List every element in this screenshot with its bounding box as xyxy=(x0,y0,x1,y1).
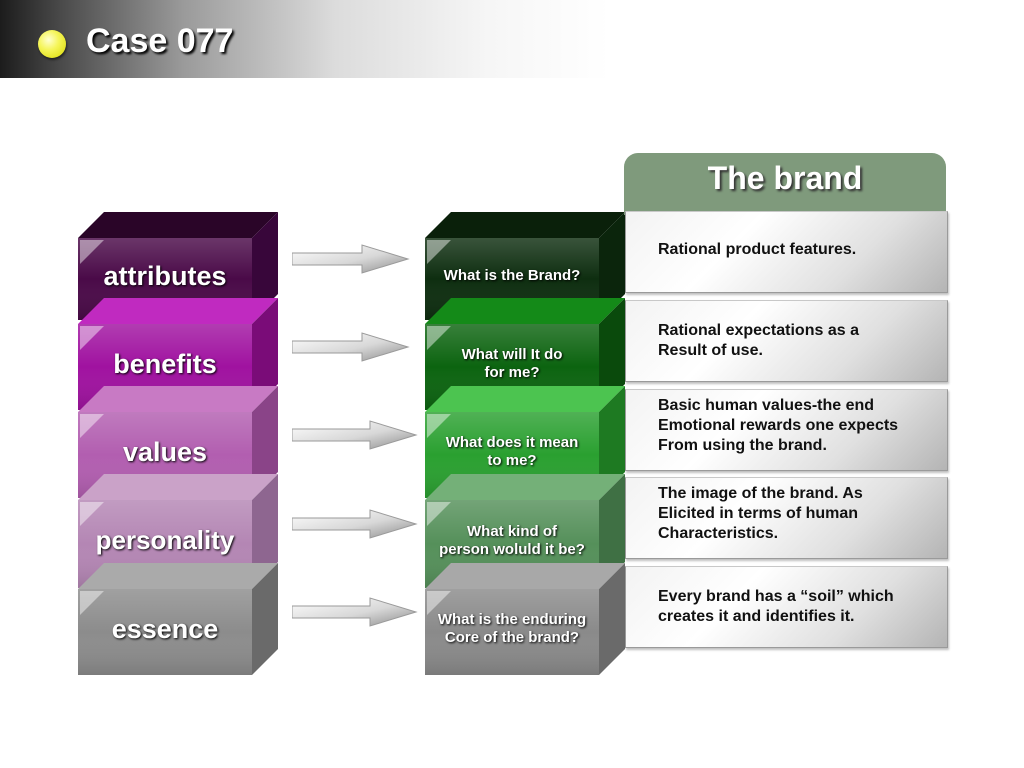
arrow-right-icon xyxy=(292,509,418,539)
left-block-values-label: values xyxy=(122,436,208,467)
question-block-1-side-face xyxy=(599,212,625,320)
left-block-essence-sheen xyxy=(78,589,252,675)
question-block-5-top-face xyxy=(425,563,625,589)
left-block-attributes-side-face xyxy=(252,212,278,320)
bullet-icon xyxy=(38,30,66,58)
question-block-5-shape xyxy=(425,563,625,675)
title-bar xyxy=(0,0,610,78)
arrow-right-icon xyxy=(292,420,418,450)
left-block-personality-label: personality xyxy=(95,525,235,556)
left-block-personality-gloss xyxy=(80,502,104,526)
left-block-benefits-top-face xyxy=(78,298,278,324)
left-block-attributes-label: attributes xyxy=(103,260,227,291)
question-block-1-label: What is the Brand? xyxy=(443,267,581,284)
left-block-values-side-face xyxy=(252,386,278,498)
question-block-2-gloss xyxy=(427,326,451,350)
left-block-values-top-face xyxy=(78,386,278,412)
brand-description-text: Basic human values-the end Emotional rew… xyxy=(658,397,899,454)
left-block-attributes-top-face xyxy=(78,212,278,238)
arrow-right-icon xyxy=(292,332,410,362)
question-block-2-label: What will It do for me? xyxy=(461,346,563,381)
question-block-5: What is the enduring Core of the brand? xyxy=(425,563,625,675)
brand-description-box: Basic human values-the end Emotional rew… xyxy=(625,389,948,471)
question-block-3-side-face xyxy=(599,386,625,498)
question-block-1-top-face xyxy=(425,212,625,238)
question-block-5-gloss xyxy=(427,591,451,615)
arrow-right-icon xyxy=(292,244,410,274)
question-block-4-label: What kind of person woluld it be? xyxy=(439,523,585,558)
left-block-essence-top-face xyxy=(78,563,278,589)
brand-description-text: Rational product features. xyxy=(658,241,857,258)
brand-description-box: Every brand has a “soil” which creates i… xyxy=(625,566,948,648)
left-block-attributes-gloss xyxy=(80,240,104,264)
question-block-2-side-face xyxy=(599,298,625,410)
question-block-5-side-face xyxy=(599,563,625,675)
page-title: Case 077 xyxy=(86,22,234,60)
brand-description-box: The image of the brand. As Elicited in t… xyxy=(625,477,948,559)
brand-description-text: Rational expectations as a Result of use… xyxy=(658,322,859,359)
brand-description-box: Rational expectations as a Result of use… xyxy=(625,300,948,382)
left-block-benefits-gloss xyxy=(80,326,104,350)
left-block-personality-top-face xyxy=(78,474,278,500)
left-block-essence: essence xyxy=(78,563,278,675)
left-block-essence-gloss xyxy=(80,591,104,615)
question-block-4-gloss xyxy=(427,502,451,526)
brand-description-box: Rational product features. xyxy=(625,211,948,293)
question-block-3-gloss xyxy=(427,414,451,438)
left-block-benefits-label: benefits xyxy=(113,348,217,379)
left-block-essence-side-face xyxy=(252,563,278,675)
left-block-essence-shape xyxy=(78,563,278,675)
left-block-personality-side-face xyxy=(252,474,278,588)
arrow-right-icon xyxy=(292,597,418,627)
left-block-essence-label: essence xyxy=(111,613,219,644)
brand-title: The brand xyxy=(707,160,863,196)
left-block-benefits-side-face xyxy=(252,298,278,410)
question-block-3-label: What does it mean to me? xyxy=(445,434,579,469)
question-block-1-gloss xyxy=(427,240,451,264)
brand-header-tab xyxy=(624,153,946,215)
question-block-4-top-face xyxy=(425,474,625,500)
brand-description-text: The image of the brand. As Elicited in t… xyxy=(658,485,863,542)
question-block-2-top-face xyxy=(425,298,625,324)
question-block-3-top-face xyxy=(425,386,625,412)
left-block-values-gloss xyxy=(80,414,104,438)
question-block-5-label: What is the enduring Core of the brand? xyxy=(437,611,587,646)
question-block-4-side-face xyxy=(599,474,625,588)
brand-description-text: Every brand has a “soil” which creates i… xyxy=(658,588,894,625)
question-block-5-sheen xyxy=(425,589,599,675)
